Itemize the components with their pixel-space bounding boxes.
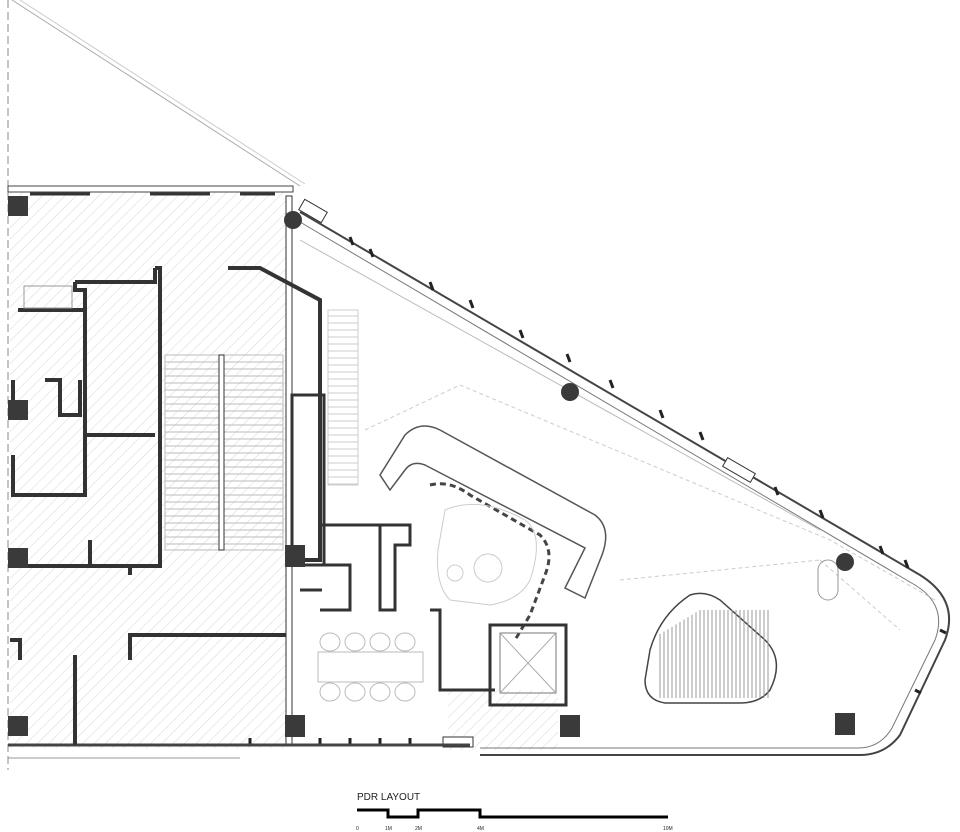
facade-inner <box>299 221 940 749</box>
dining-chair <box>369 682 391 702</box>
dining-chair <box>394 682 416 702</box>
dining-chair <box>344 682 366 702</box>
facade-outer <box>299 211 951 756</box>
lounge-area <box>437 503 537 606</box>
display-wall <box>429 482 551 641</box>
dining-chair <box>344 632 366 652</box>
roof-edge-line <box>19 0 306 185</box>
scale-bar <box>357 808 668 819</box>
top-wall <box>7 185 294 193</box>
scale-tick-2m: 2M <box>415 826 422 832</box>
storage-room <box>23 285 73 309</box>
facade-niche <box>442 736 474 748</box>
bar-counter <box>379 425 607 600</box>
drawing-title: PDR LAYOUT <box>357 792 420 803</box>
dining-chairs <box>319 632 416 702</box>
scale-tick-1m: 1M <box>385 826 392 832</box>
office-partitions <box>10 266 322 745</box>
dining-table <box>317 651 424 683</box>
scale-tick-10m: 10M <box>663 826 673 832</box>
scale-tick-4m: 4M <box>477 826 484 832</box>
lounge-table <box>473 553 503 583</box>
staircase <box>164 354 284 551</box>
dining-chair <box>319 682 341 702</box>
stair-right <box>327 309 359 486</box>
dining-chair <box>394 632 416 652</box>
atrium-void <box>644 592 778 704</box>
facade-niche <box>721 456 757 484</box>
dining-chair <box>319 632 341 652</box>
facade-mullions <box>248 236 947 745</box>
scale-tick-0: 0 <box>356 826 359 832</box>
lounge-chair <box>446 564 464 582</box>
core-walls <box>290 393 495 692</box>
office-zone-hatch <box>10 192 290 748</box>
planter <box>817 559 839 601</box>
facade-niche <box>298 198 328 224</box>
zone-outline <box>364 384 936 631</box>
roof-edge-line <box>11 0 301 187</box>
elevator-core <box>488 623 568 707</box>
inner-line <box>299 239 821 531</box>
atrium-stair-lines <box>659 610 769 698</box>
dining-chair <box>369 632 391 652</box>
columns <box>8 196 855 737</box>
